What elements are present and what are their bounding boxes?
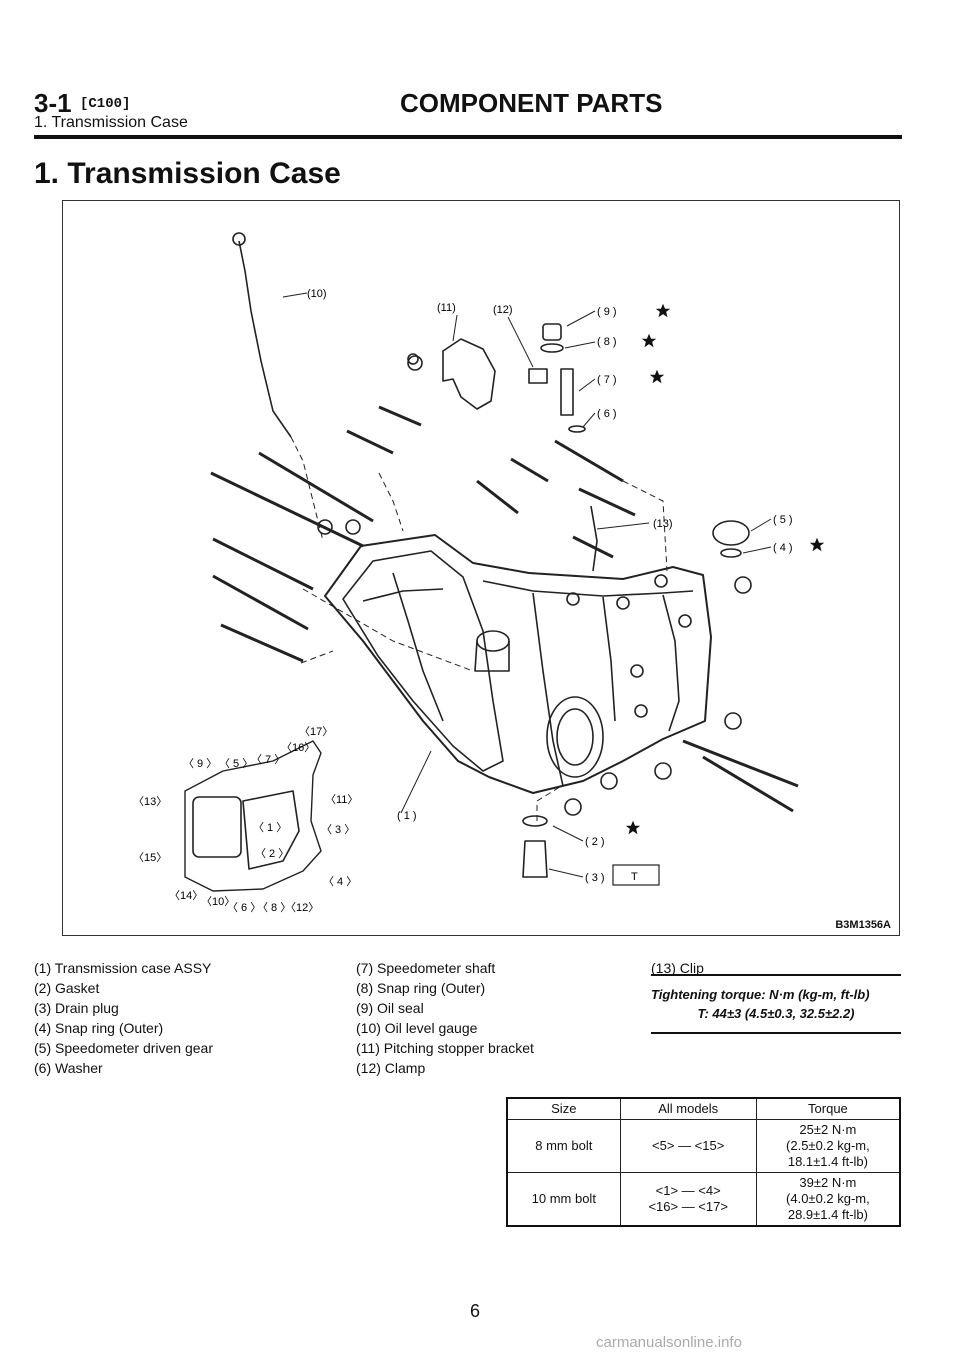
callout-8: ( 8 ) xyxy=(597,336,617,348)
callout-4: ( 4 ) xyxy=(773,542,793,554)
bolt-callout-9: 〈 9 〉 xyxy=(183,757,217,770)
figure-id: B3M1356A xyxy=(835,919,891,931)
table-header: All models xyxy=(619,1097,757,1120)
table-cell-size: 10 mm bolt xyxy=(506,1172,621,1227)
legend-item: (1) Transmission case ASSY xyxy=(34,960,212,976)
callout-12: (12) xyxy=(493,304,513,316)
legend-item: (11) Pitching stopper bracket xyxy=(356,1040,534,1056)
torque-line: 39±2 N·m xyxy=(799,1175,857,1190)
bolt-callout-10: 〈10〉 xyxy=(201,895,235,908)
torque-line: 18.1±1.4 ft-lb) xyxy=(787,1154,868,1169)
bolt-torque-table: Size All models Torque 8 mm bolt <5> — <… xyxy=(506,1097,901,1227)
callout-9: ( 9 ) xyxy=(597,306,617,318)
bolt-callout-3: 〈 3 〉 xyxy=(321,823,355,836)
bolt-callout-7: 〈 7 〉 xyxy=(251,753,285,766)
torque-title: Tightening torque: N·m (kg-m, ft-lb) xyxy=(651,987,870,1002)
legend-item: (4) Snap ring (Outer) xyxy=(34,1020,164,1036)
torque-rule-bottom xyxy=(651,1032,901,1034)
callout-7: ( 7 ) xyxy=(597,374,617,386)
torque-line: (2.5±0.2 kg-m, xyxy=(786,1138,870,1153)
callout-torque-t: T xyxy=(631,871,638,883)
legend-column-1: (1) Transmission case ASSY (2) Gasket (3… xyxy=(34,958,213,1078)
table-cell-models: <1> — <4> <16> — <17> xyxy=(619,1172,757,1227)
header-title: COMPONENT PARTS xyxy=(400,88,663,118)
section-code: [C100] xyxy=(80,96,131,112)
callout-10: (10) xyxy=(307,288,327,300)
bolt-callout-16: 〈16〉 xyxy=(281,741,315,754)
bolt-callout-4: 〈 4 〉 xyxy=(323,875,357,888)
bolt-callout-14: 〈14〉 xyxy=(169,889,203,902)
legend-item: (9) Oil seal xyxy=(356,1000,424,1016)
bolt-callout-2: 〈 2 〉 xyxy=(255,847,289,860)
header-divider xyxy=(34,135,902,139)
torque-line: 28.9±1.4 ft-lb) xyxy=(787,1207,868,1222)
exploded-diagram: (10) (11) (12) ( 9 ) ( 8 ) ( 7 ) ( 6 ) (… xyxy=(62,200,900,936)
bolt-callout-15: 〈15〉 xyxy=(133,851,167,864)
model-range: <5> — <15> xyxy=(652,1138,725,1153)
bolt-callout-11: 〈11〉 xyxy=(325,793,358,806)
callout-6: ( 6 ) xyxy=(597,408,617,420)
page-title: 1. Transmission Case xyxy=(34,157,341,190)
legend-column-2: (7) Speedometer shaft (8) Snap ring (Out… xyxy=(356,958,534,1078)
torque-line: (4.0±0.2 kg-m, xyxy=(786,1191,870,1206)
watermark: carmanualsonline.info xyxy=(596,1334,742,1351)
table-cell-torque: 39±2 N·m (4.0±0.2 kg-m, 28.9±1.4 ft-lb) xyxy=(755,1172,901,1227)
table-header: Size xyxy=(506,1097,621,1120)
table-row: 8 mm bolt <5> — <15> 25±2 N·m (2.5±0.2 k… xyxy=(506,1119,901,1173)
callout-3: ( 3 ) xyxy=(585,872,605,884)
model-range: <1> — <4> xyxy=(655,1183,721,1198)
callout-2: ( 2 ) xyxy=(585,836,605,848)
table-row: 10 mm bolt <1> — <4> <16> — <17> 39±2 N·… xyxy=(506,1172,901,1227)
torque-spec-box: Tightening torque: N·m (kg-m, ft-lb) T: … xyxy=(651,974,901,1034)
page-number: 6 xyxy=(470,1301,481,1321)
bolt-callout-12: 〈12〉 xyxy=(285,901,319,914)
callout-1: ( 1 ) xyxy=(397,810,417,822)
torque-line: 25±2 N·m xyxy=(799,1122,857,1137)
bolt-callout-13: 〈13〉 xyxy=(133,795,167,808)
legend-item: (5) Speedometer driven gear xyxy=(34,1040,213,1056)
table-header-row: Size All models Torque xyxy=(506,1097,901,1120)
legend-column-3: (13) Clip xyxy=(651,958,704,978)
header-subtitle: 1. Transmission Case xyxy=(34,114,188,131)
legend-item: (13) Clip xyxy=(651,960,704,976)
torque-rule-top xyxy=(651,974,901,976)
legend-item: (6) Washer xyxy=(34,1060,103,1076)
transmission-case-drawing: (10) (11) (12) ( 9 ) ( 8 ) ( 7 ) ( 6 ) (… xyxy=(133,232,825,914)
table-cell-size: 8 mm bolt xyxy=(506,1119,621,1173)
bolt-callout-8: 〈 8 〉 xyxy=(257,901,291,914)
legend-item: (3) Drain plug xyxy=(34,1000,119,1016)
bolt-callout-6: 〈 6 〉 xyxy=(227,901,261,914)
legend-item: (7) Speedometer shaft xyxy=(356,960,496,976)
model-range: <16> — <17> xyxy=(648,1199,728,1214)
table-cell-torque: 25±2 N·m (2.5±0.2 kg-m, 18.1±1.4 ft-lb) xyxy=(755,1119,901,1173)
callout-13: (13) xyxy=(653,518,673,530)
legend-item: (12) Clamp xyxy=(356,1060,426,1076)
section-number: 3-1 xyxy=(34,88,72,118)
bolt-callout-5: 〈 5 〉 xyxy=(219,757,253,770)
bolt-callout-17: 〈17〉 xyxy=(299,725,333,738)
torque-value: T: 44±3 (4.5±0.3, 32.5±2.2) xyxy=(697,1006,855,1021)
legend-item: (2) Gasket xyxy=(34,980,100,996)
callout-5: ( 5 ) xyxy=(773,514,793,526)
legend-item: (10) Oil level gauge xyxy=(356,1020,478,1036)
table-cell-models: <5> — <15> xyxy=(619,1119,757,1173)
bolt-callout-1: 〈 1 〉 xyxy=(253,821,287,834)
legend-item: (8) Snap ring (Outer) xyxy=(356,980,486,996)
table-header: Torque xyxy=(755,1097,901,1120)
callout-11: (11) xyxy=(437,302,456,314)
